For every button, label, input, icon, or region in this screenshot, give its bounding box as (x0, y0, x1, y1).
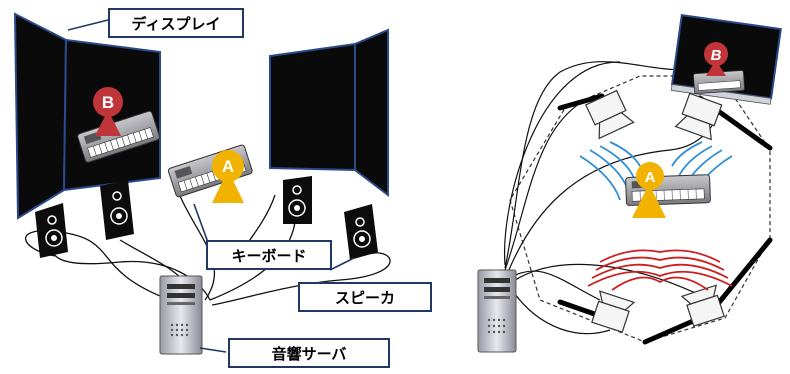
server-tower-icon (159, 275, 203, 355)
label-display-text: ディスプレイ (131, 14, 221, 33)
marker-b-left: B (93, 87, 123, 136)
server-tower-icon (477, 269, 517, 353)
cables-right (503, 61, 721, 335)
left-scene: B A (13, 12, 391, 355)
marker-a-right-label: A (645, 169, 656, 186)
label-display: ディスプレイ (108, 8, 244, 38)
right-scene: B (477, 14, 782, 353)
speaker-icon (344, 204, 378, 260)
speaker-icon (35, 203, 68, 258)
speaker-icon (283, 176, 312, 224)
speaker-icon (591, 290, 636, 333)
label-keyboard-text: キーボード (231, 246, 307, 265)
marker-a-left: A (212, 150, 244, 203)
speaker-icon (674, 92, 723, 141)
label-speaker-text: スピーカ (334, 288, 395, 307)
marker-a-right: A (632, 162, 666, 218)
display-right (269, 28, 389, 198)
speaker-rails (557, 93, 773, 345)
marker-b-right: B (704, 42, 728, 76)
label-keyboard: キーボード (206, 240, 332, 270)
label-speaker: スピーカ (298, 282, 432, 312)
speaker-icon (100, 180, 134, 240)
marker-b-right-label: B (711, 47, 722, 64)
keyboard-b-icon (77, 110, 161, 163)
label-server-text: 音響サーバ (271, 344, 347, 363)
marker-b-left-label: B (102, 93, 114, 112)
keyboard-b-right-icon (693, 70, 745, 95)
marker-a-left-label: A (222, 157, 234, 176)
sound-waves-red (587, 249, 733, 291)
speaker-icon (584, 89, 635, 140)
label-server: 音響サーバ (228, 338, 390, 368)
